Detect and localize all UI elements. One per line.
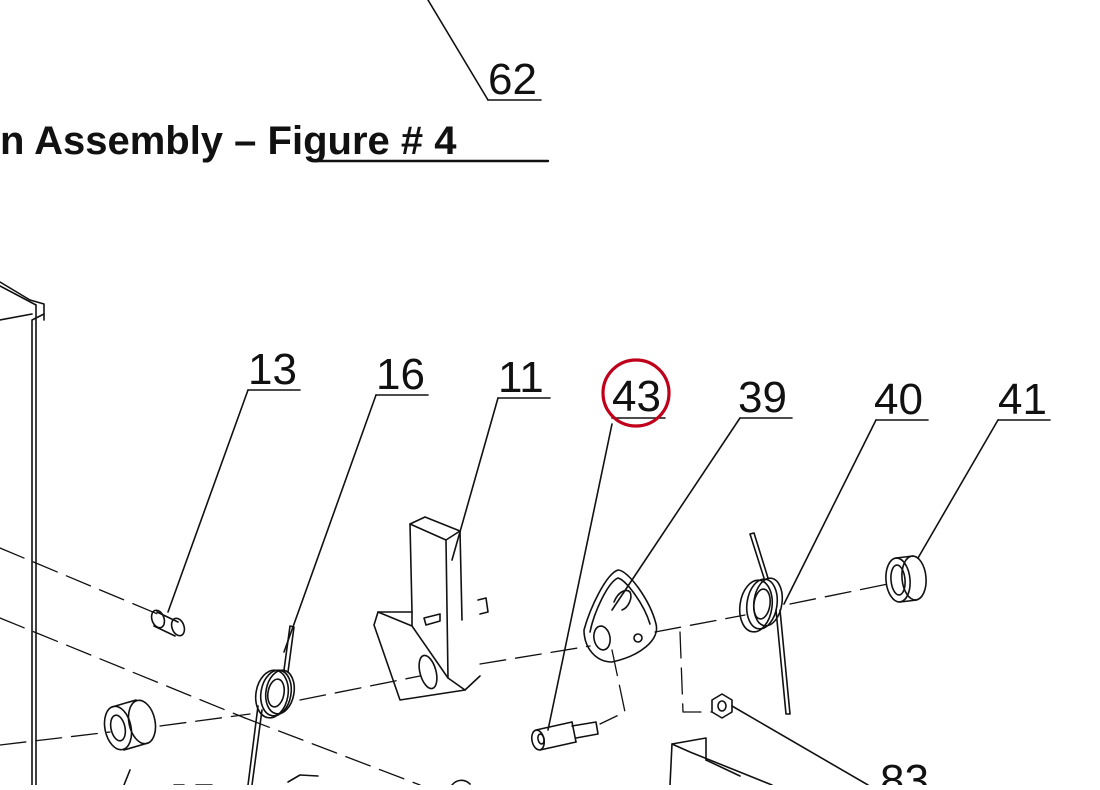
callout-16: 16 xyxy=(376,350,425,399)
part-40-spring xyxy=(738,532,791,715)
leader-13 xyxy=(167,389,249,613)
leader-11 xyxy=(451,397,499,561)
leader-43 xyxy=(547,423,613,731)
callout-62: 62 xyxy=(488,55,537,104)
callout-40: 40 xyxy=(874,375,923,424)
callout-39: 39 xyxy=(738,373,787,422)
part-39-plate xyxy=(583,569,658,663)
part-13-pin xyxy=(150,609,186,637)
callout-83: 83 xyxy=(880,756,929,785)
callout-43: 43 xyxy=(612,372,661,421)
part-16-spring xyxy=(247,625,296,786)
leader-39 xyxy=(611,417,741,611)
svg-text:n Assembly – Figure # 4: n Assembly – Figure # 4 xyxy=(0,119,457,163)
part-43-shoulder-pin xyxy=(530,721,599,751)
housing-part xyxy=(0,281,45,786)
left-bushing xyxy=(103,699,157,751)
leader-16 xyxy=(283,394,377,653)
figure-number-link: Figure # 4 xyxy=(268,119,458,163)
assembly-title-text: n Assembly – xyxy=(0,119,268,163)
leader-40 xyxy=(783,419,877,605)
callout-43-highlight-circle xyxy=(601,358,671,428)
part-83-nut xyxy=(711,693,733,719)
assembly-axis-lines xyxy=(0,547,889,786)
callout-41: 41 xyxy=(998,375,1047,424)
part-41-bushing xyxy=(885,555,927,603)
leader-83 xyxy=(731,705,869,786)
callout-11: 11 xyxy=(498,353,544,402)
part-11-lever xyxy=(373,516,489,701)
leader-62 xyxy=(427,0,489,101)
cut-off-leaders xyxy=(123,769,471,786)
bracket-part xyxy=(669,737,773,786)
callout-13: 13 xyxy=(248,345,297,394)
leader-41 xyxy=(917,419,999,559)
